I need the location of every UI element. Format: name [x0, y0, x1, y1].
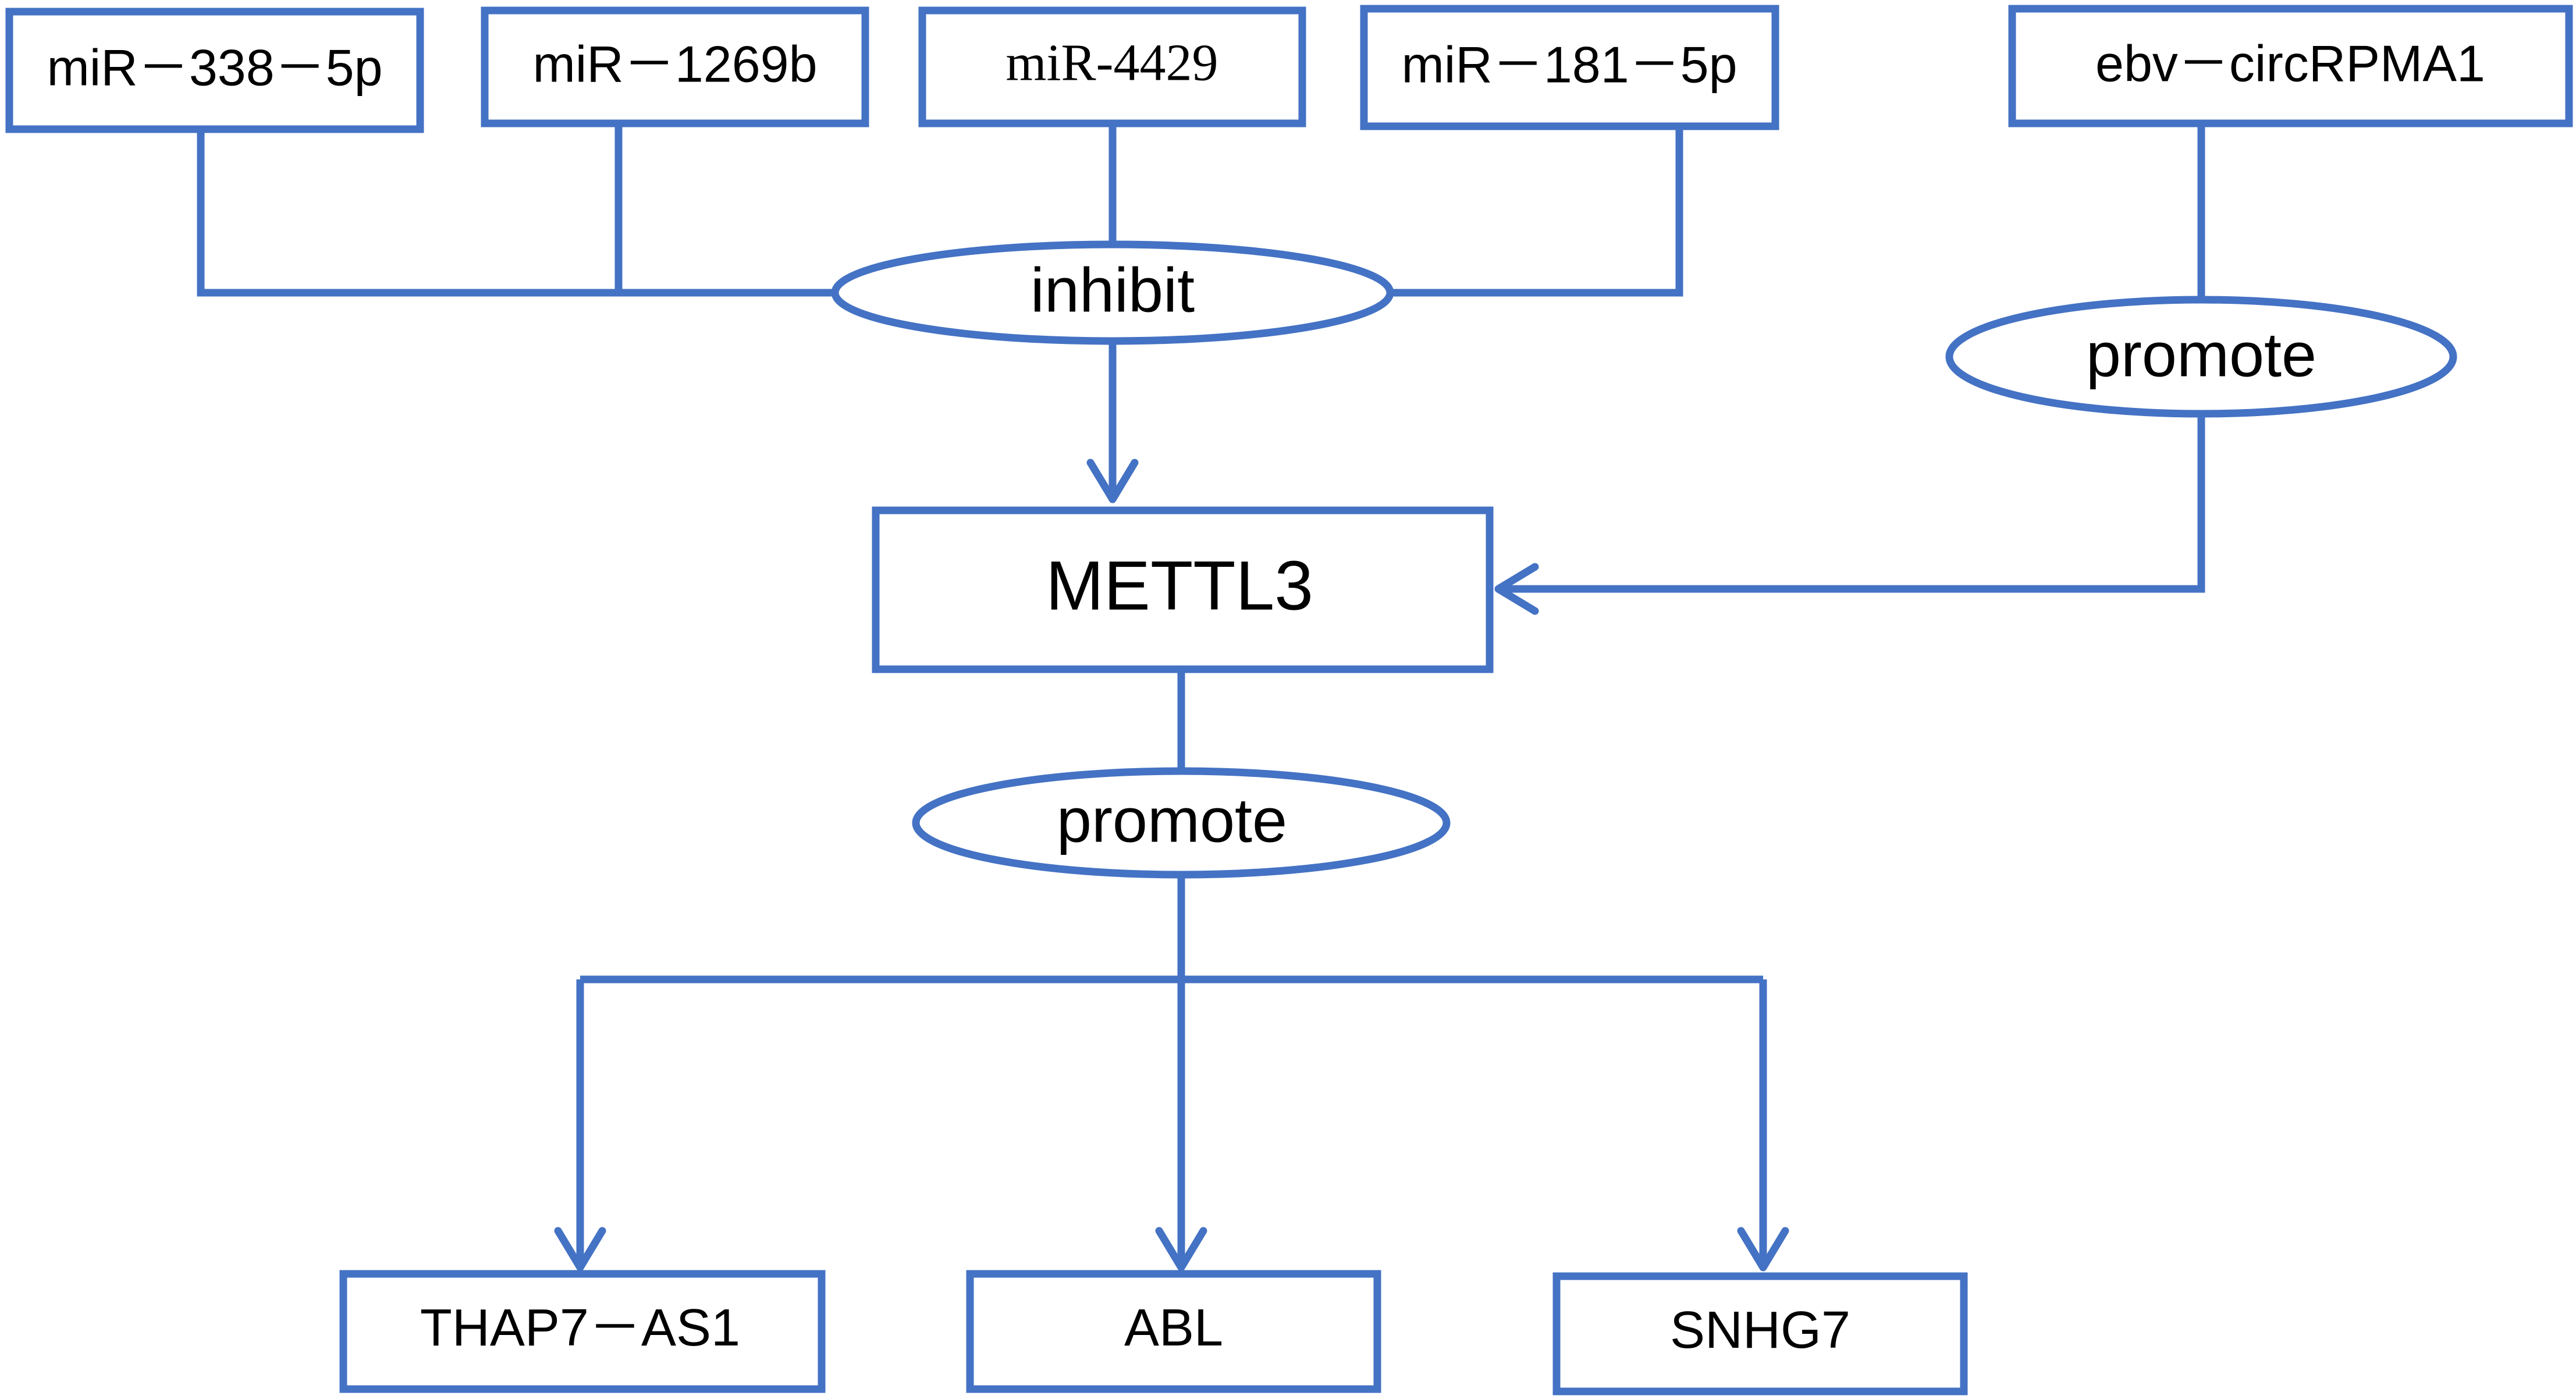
node-label: ebv－circRPMA1	[2095, 34, 2485, 92]
arrowhead-to-thap7-as1	[554, 1227, 606, 1272]
arrowhead-inhibit-to-mettl3	[1086, 459, 1139, 503]
node-box	[5, 8, 424, 133]
node-label: miR－181－5p	[1401, 35, 1737, 93]
node-label: THAP7－AS1	[420, 1299, 740, 1357]
node-mir-181-5p: miR－181－5p	[1360, 5, 1779, 130]
node-abl: ABL	[966, 1270, 1381, 1393]
connector-mir-181-5p	[1391, 126, 1683, 297]
node-label: miR－1269b	[532, 35, 817, 93]
node-box	[339, 1270, 826, 1393]
connectors	[197, 123, 2205, 1272]
node-ebv-circrpma1: ebv－circRPMA1	[2008, 5, 2573, 127]
node-thap7-as1: THAP7－AS1	[339, 1270, 826, 1393]
relation-promote-upstream: promote	[1945, 296, 2457, 418]
node-box	[918, 6, 1306, 127]
node-label: SNHG7	[1670, 1301, 1850, 1359]
node-mir-4429: miR-4429	[918, 6, 1306, 127]
arrowhead-to-abl	[1155, 1227, 1207, 1272]
node-snhg7: SNHG7	[1552, 1272, 1968, 1396]
relation-promote-downstream: promote	[912, 767, 1451, 879]
arrowhead-to-snhg7	[1737, 1227, 1789, 1272]
relation-ellipse	[912, 767, 1451, 879]
node-label: miR-4429	[1005, 34, 1218, 92]
node-box	[872, 506, 1494, 673]
node-mir-1269b: miR－1269b	[481, 6, 869, 127]
node-box	[2008, 5, 2573, 127]
relation-label: promote	[1057, 785, 1287, 855]
relation-ellipse	[1945, 296, 2457, 418]
arrow-promote-to-mettl3	[1500, 414, 2205, 593]
relation-label: promote	[2086, 319, 2316, 390]
arrowhead-promote-to-mettl3	[1494, 563, 1539, 615]
node-mettl3: METTL3	[872, 506, 1494, 673]
node-label: miR－338－5p	[47, 38, 382, 96]
node-box	[1552, 1272, 1968, 1396]
node-box	[481, 6, 869, 127]
relation-label: inhibit	[1031, 255, 1195, 325]
node-box	[1360, 5, 1779, 130]
connector-mir-338-5p	[197, 129, 835, 297]
node-label: METTL3	[1046, 547, 1313, 625]
relation-inhibit: inhibit	[831, 240, 1394, 345]
node-box	[966, 1270, 1381, 1393]
relation-ellipse	[831, 240, 1394, 345]
node-mir-338-5p: miR－338－5p	[5, 8, 424, 133]
node-label: ABL	[1124, 1299, 1223, 1357]
